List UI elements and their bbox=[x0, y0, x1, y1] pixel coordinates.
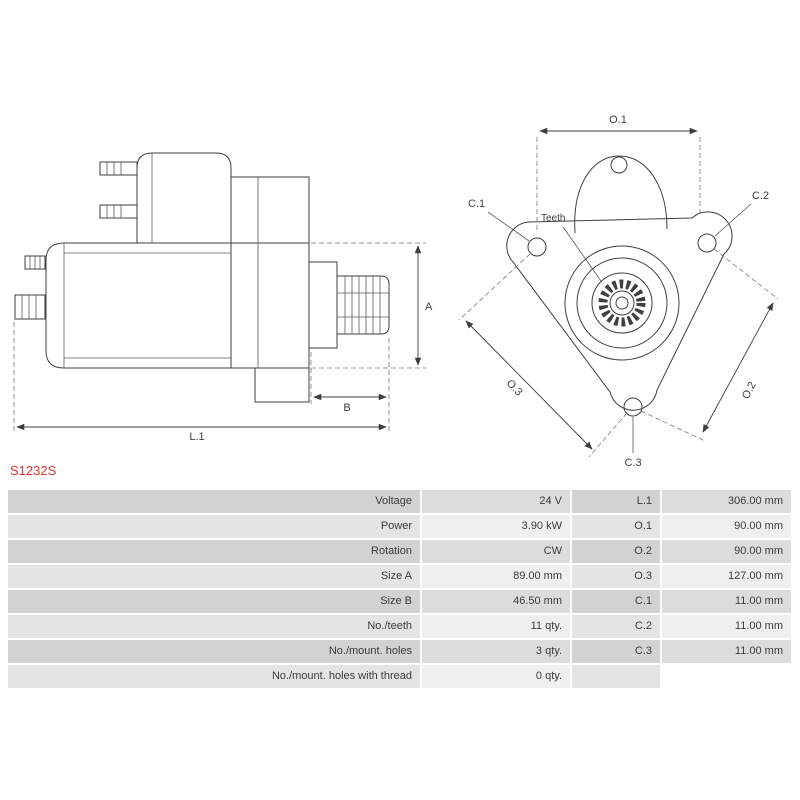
spec-cell-value: 46.50 mm bbox=[422, 590, 570, 613]
spec-cell-value: 89.00 mm bbox=[422, 565, 570, 588]
dim-label-c3: C.3 bbox=[624, 457, 641, 469]
spec-cell-value: 11 qty. bbox=[422, 615, 570, 638]
spec-cell-label: Voltage bbox=[8, 490, 420, 513]
spec-cell-dim: C.2 bbox=[572, 615, 660, 638]
spec-cell-dim bbox=[572, 665, 660, 688]
spec-cell-dim: C.3 bbox=[572, 640, 660, 663]
dim-label-c1: C.1 bbox=[468, 198, 485, 210]
dim-label-b: B bbox=[343, 402, 350, 414]
spec-cell-label: No./mount. holes bbox=[8, 640, 420, 663]
dimension-o1: O.1 bbox=[536, 114, 701, 230]
central-boss bbox=[564, 245, 680, 361]
solenoid-terminal-studs bbox=[99, 161, 138, 219]
dim-label-o2: O.2 bbox=[740, 380, 759, 401]
mount-hole-c3 bbox=[623, 397, 643, 417]
pinion-gear bbox=[308, 261, 390, 349]
spec-cell-value: CW bbox=[422, 540, 570, 563]
dim-label-a: A bbox=[425, 301, 433, 313]
spec-cell-dim: O.3 bbox=[572, 565, 660, 588]
spec-cell-value: 0 qty. bbox=[422, 665, 570, 688]
dim-label-o1: O.1 bbox=[609, 114, 627, 126]
mount-hole-c1 bbox=[527, 237, 547, 257]
motor-body bbox=[45, 242, 309, 369]
spec-cell-dimvalue: 11.00 mm bbox=[662, 640, 791, 663]
dimension-l1: L.1 bbox=[13, 322, 387, 443]
dim-label-o3: O.3 bbox=[504, 377, 525, 398]
solenoid bbox=[136, 152, 232, 243]
mounting-flange bbox=[506, 155, 733, 417]
dimension-b: B bbox=[310, 338, 390, 432]
side-view-drawing: A B L.1 bbox=[13, 152, 433, 443]
callout-c2: C.2 bbox=[714, 190, 769, 237]
spec-cell-dimvalue: 11.00 mm bbox=[662, 590, 791, 613]
dimension-a: A bbox=[311, 242, 433, 369]
spec-cell-dim: L.1 bbox=[572, 490, 660, 513]
spec-cell-dimvalue: 306.00 mm bbox=[662, 490, 791, 513]
dim-label-l1: L.1 bbox=[189, 431, 204, 443]
dim-label-c2: C.2 bbox=[752, 190, 769, 202]
spec-cell-label: Size A bbox=[8, 565, 420, 588]
callout-teeth: Teeth bbox=[541, 213, 602, 282]
part-number: S1232S bbox=[10, 463, 57, 478]
spec-cell-dim: O.2 bbox=[572, 540, 660, 563]
spec-cell-dim: C.1 bbox=[572, 590, 660, 613]
callout-c1: C.1 bbox=[468, 198, 530, 242]
spec-cell-dimvalue: 127.00 mm bbox=[662, 565, 791, 588]
spec-cell-label: Size B bbox=[8, 590, 420, 613]
spec-cell-dimvalue: 90.00 mm bbox=[662, 515, 791, 538]
drive-end-bracket bbox=[230, 176, 310, 403]
mount-hole-c2 bbox=[697, 233, 717, 253]
spline-teeth bbox=[598, 279, 646, 327]
spec-cell-label: Power bbox=[8, 515, 420, 538]
spec-cell-dim: O.1 bbox=[572, 515, 660, 538]
rear-stud bbox=[24, 255, 46, 270]
spec-cell-value: 3 qty. bbox=[422, 640, 570, 663]
top-arch bbox=[574, 155, 668, 234]
spec-cell-dimvalue: 90.00 mm bbox=[662, 540, 791, 563]
front-view-drawing: O.1 C.1 C.2 Teeth O.3 bbox=[458, 114, 779, 469]
spec-cell-label: Rotation bbox=[8, 540, 420, 563]
teeth-label: Teeth bbox=[541, 213, 565, 224]
spec-cell-label: No./teeth bbox=[8, 615, 420, 638]
technical-drawings: A B L.1 bbox=[13, 114, 779, 469]
spec-cell-value: 3.90 kW bbox=[422, 515, 570, 538]
rear-terminal bbox=[14, 294, 46, 320]
dimension-o2: O.2 bbox=[640, 248, 779, 442]
spec-cell-dimvalue bbox=[662, 665, 791, 688]
spec-cell-dimvalue: 11.00 mm bbox=[662, 615, 791, 638]
dimension-o3: O.3 bbox=[458, 253, 628, 458]
spec-cell-label: No./mount. holes with thread bbox=[8, 665, 420, 688]
callout-c3: C.3 bbox=[624, 417, 642, 469]
spec-cell-value: 24 V bbox=[422, 490, 570, 513]
